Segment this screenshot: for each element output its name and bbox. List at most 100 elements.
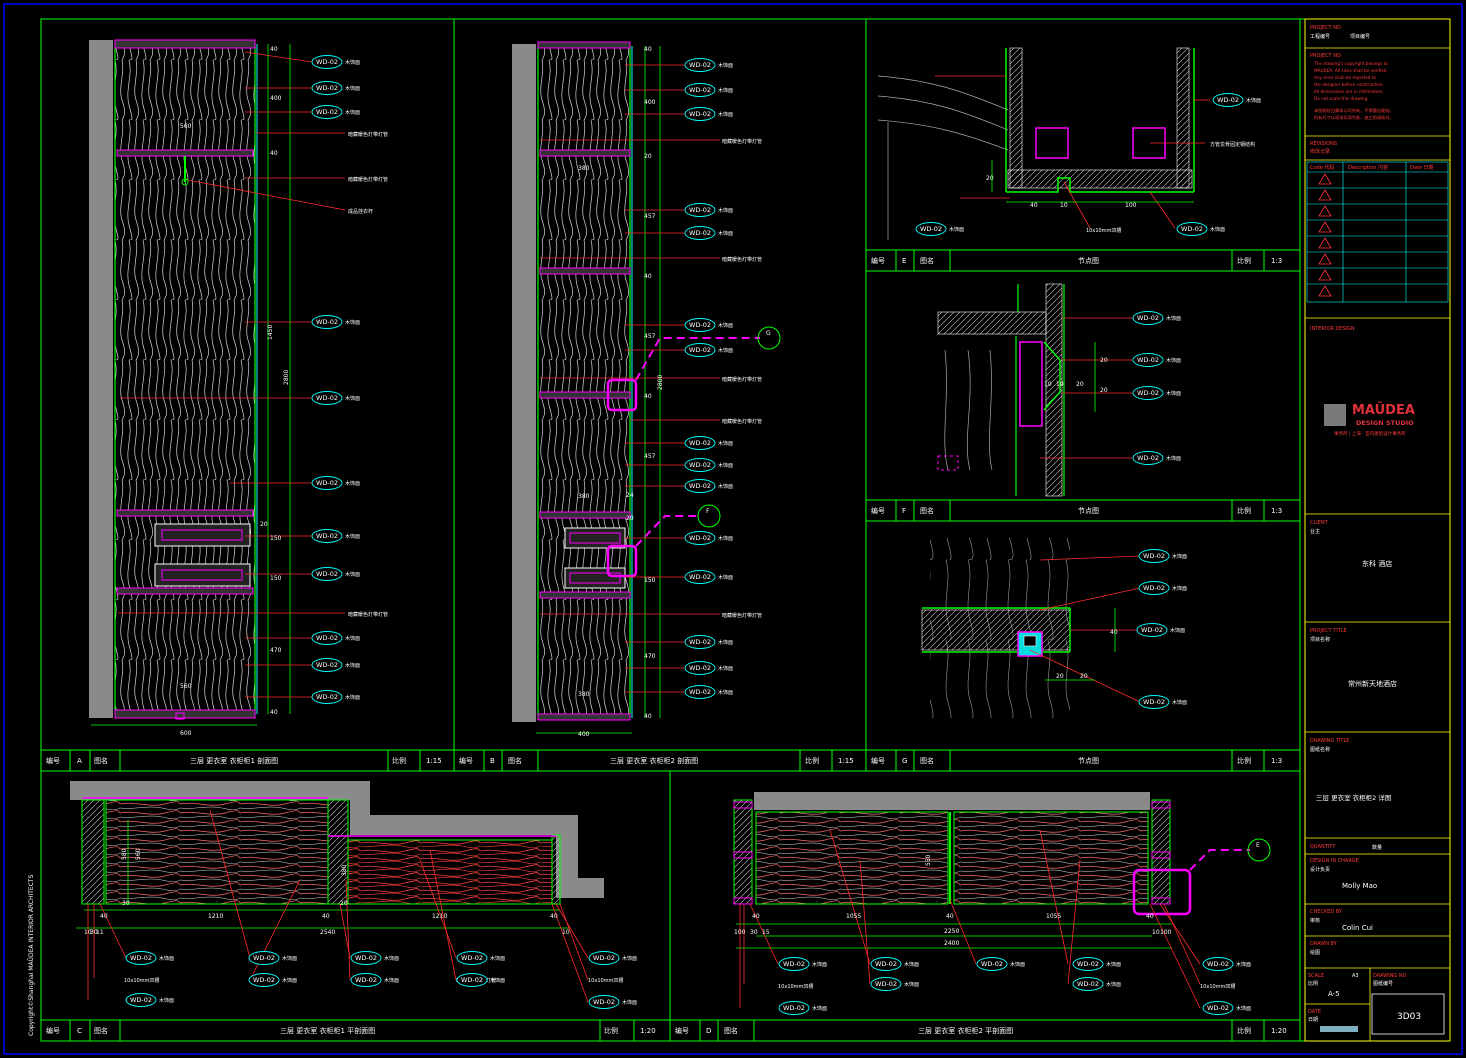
- tag-code: WD-02: [1143, 552, 1165, 560]
- svg-text:40: 40: [270, 709, 278, 716]
- tag-desc: 木饰面: [718, 535, 733, 542]
- tag-bubble: [311, 315, 343, 329]
- tag-code: WD-02: [316, 479, 338, 487]
- tag-code: WD-02: [316, 634, 338, 642]
- svg-text:10x10mm凹槽: 10x10mm凹槽: [1200, 983, 1235, 990]
- svg-text:编号: 编号: [46, 1026, 60, 1035]
- tag-bubble: [311, 658, 343, 672]
- svg-text:暗藏暖色灯带灯管: 暗藏暖色灯带灯管: [348, 131, 388, 138]
- tag-bubble: [311, 105, 343, 119]
- tag-desc: 木饰面: [282, 977, 297, 984]
- drawing-no-box: [1371, 993, 1445, 1035]
- tag-code: WD-02: [875, 980, 897, 988]
- client-sub: 业主: [1310, 528, 1320, 535]
- tag-code: WD-02: [875, 960, 897, 968]
- tag-desc: 木饰面: [1170, 627, 1185, 634]
- callout-e: E: [1256, 842, 1260, 849]
- tag-bubble: [1176, 222, 1208, 236]
- svg-text:2250: 2250: [944, 928, 959, 935]
- tag-code: WD-02: [1137, 454, 1159, 462]
- checked-value: Colin Cui: [1342, 924, 1373, 932]
- callout-f: F: [706, 508, 710, 515]
- svg-text:2800: 2800: [283, 370, 290, 385]
- drawn-sub: 绘图: [1310, 949, 1320, 956]
- svg-text:暗藏暖色灯带灯管: 暗藏暖色灯带灯管: [722, 612, 762, 619]
- title-block-grid: [1305, 47, 1450, 1041]
- svg-text:编号: 编号: [675, 1026, 689, 1035]
- tag-code: WD-02: [783, 960, 805, 968]
- tag-bubble: [1136, 623, 1168, 637]
- tag-code: WD-02: [689, 664, 711, 672]
- svg-text:40: 40: [270, 46, 278, 53]
- text-layer: PROJECT NO 工程编号 项目编号 PROJECT NO The draw…: [28, 25, 1434, 1036]
- svg-text:1055: 1055: [846, 913, 861, 920]
- tag-desc: 木饰面: [718, 230, 733, 237]
- svg-text:三层 更衣室 衣柜柜1 剖面图: 三层 更衣室 衣柜柜1 剖面图: [190, 756, 278, 765]
- tag-desc: 木饰面: [904, 961, 919, 968]
- svg-text:560: 560: [180, 683, 192, 690]
- tag-desc: 木饰面: [1106, 981, 1121, 988]
- svg-text:20: 20: [986, 175, 994, 182]
- tag-desc: 木饰面: [1106, 961, 1121, 968]
- rev-col-date: Date 日期: [1410, 165, 1434, 171]
- tag-code: WD-02: [1143, 698, 1165, 706]
- svg-text:20: 20: [1076, 381, 1084, 388]
- svg-text:10x10mm凹槽: 10x10mm凹槽: [778, 983, 813, 990]
- logo-caption: 事务所 | 上海 · 室内建筑设计事务所: [1334, 430, 1406, 437]
- tag-bubble: [125, 951, 157, 965]
- svg-text:1055: 1055: [1046, 913, 1061, 920]
- svg-text:10x10mm凹槽: 10x10mm凹槽: [1086, 227, 1121, 234]
- svg-text:E: E: [902, 257, 906, 265]
- svg-text:20: 20: [340, 900, 348, 907]
- designer-sub: 设计负责: [1310, 866, 1330, 873]
- svg-text:成品挂衣杆: 成品挂衣杆: [348, 208, 373, 215]
- dims-panel-b: 40 400 20 457 40 457 40 457 24 20 150 47…: [578, 46, 664, 738]
- tag-bubble: [311, 631, 343, 645]
- panel-f-detail: [937, 283, 1133, 497]
- svg-text:图名: 图名: [920, 756, 934, 765]
- project-title-value: 常州新天地酒店: [1348, 679, 1397, 688]
- panel-g-detail: [921, 538, 1141, 718]
- svg-text:30: 30: [90, 929, 98, 936]
- tag-code: WD-02: [1207, 960, 1229, 968]
- tag-bubble: [684, 203, 716, 217]
- svg-text:编号: 编号: [459, 756, 473, 765]
- tag-desc: 木饰面: [345, 480, 360, 487]
- panel-c-plan: [70, 781, 604, 929]
- panel-grid: [41, 19, 1301, 1041]
- project-no-sub: 工程编号: [1310, 33, 1330, 40]
- tag-bubble: [456, 973, 488, 987]
- panel-b-title: 编号 B 图名 三层 更衣室 衣柜柜2 剖面图 比例 1:15: [459, 756, 854, 765]
- tag-code: WD-02: [1141, 626, 1163, 634]
- svg-text:40: 40: [322, 913, 330, 920]
- tag-desc: 木饰面: [718, 87, 733, 94]
- project-title-sub: 项目名称: [1310, 636, 1330, 643]
- tag-desc: 木饰面: [1210, 226, 1225, 233]
- svg-text:10x10mm凹槽: 10x10mm凹槽: [124, 977, 159, 984]
- svg-text:400: 400: [578, 731, 590, 738]
- svg-text:1:20: 1:20: [640, 1027, 656, 1035]
- tag-desc: 木饰面: [718, 322, 733, 329]
- tag-bubble: [248, 973, 280, 987]
- scale-a: A3: [1352, 973, 1359, 979]
- svg-text:2400: 2400: [944, 940, 959, 947]
- svg-text:457: 457: [644, 213, 656, 220]
- tag-bubble: [684, 343, 716, 357]
- tag-bubble: [684, 107, 716, 121]
- svg-text:暗藏暖色灯带灯管: 暗藏暖色灯带灯管: [722, 256, 762, 263]
